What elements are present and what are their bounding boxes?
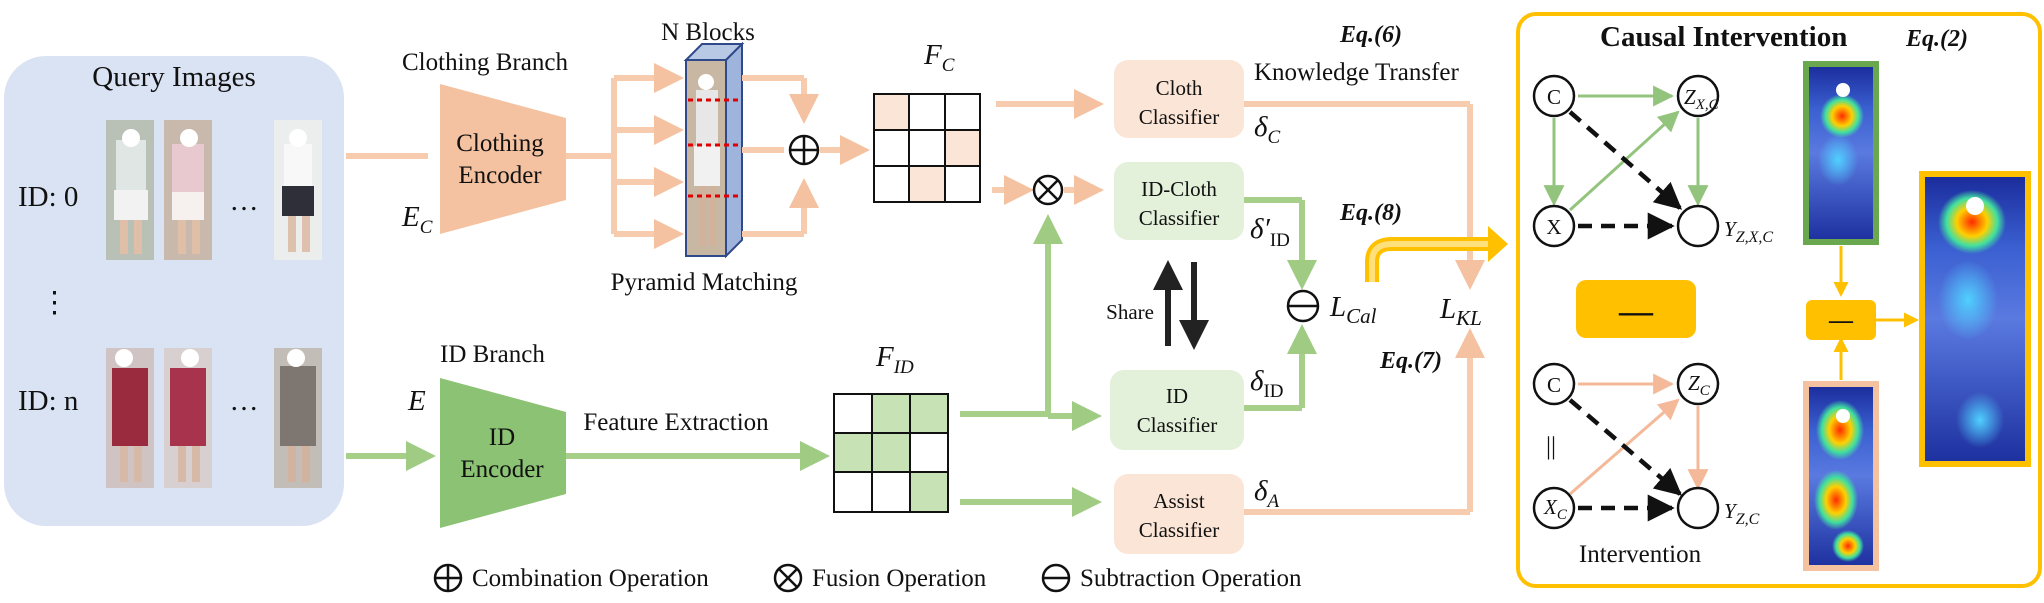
- heatmap-bottom: [1803, 381, 1879, 571]
- feature-extraction-label: Feature Extraction: [583, 409, 769, 436]
- equals-sign: ||: [1546, 433, 1556, 460]
- person-photo: [106, 120, 154, 260]
- equation-6: Eq.(6): [1339, 22, 1402, 48]
- loss-cal: LCal: [1329, 291, 1377, 328]
- heatmap-result: [1919, 171, 2031, 467]
- causal-intervention-panel: Causal Intervention Eq.(2) C X ZX,C YZ,X…: [1516, 12, 2042, 588]
- id-cloth-classifier-label-1: ID-Cloth: [1141, 177, 1217, 201]
- minus-sign-small: —: [1828, 308, 1854, 334]
- id-classifier-label-2: Classifier: [1137, 413, 1217, 437]
- legend-fusion-icon: [773, 563, 803, 593]
- legend: Combination Operation Fusion Operation S…: [433, 563, 1302, 593]
- cloth-classifier-label-2: Classifier: [1139, 105, 1219, 129]
- share-arrows: Share: [1106, 260, 1209, 350]
- person-photo: [274, 120, 322, 260]
- ellipsis-top: …: [230, 185, 259, 217]
- vertical-ellipsis: ⋮: [40, 287, 69, 319]
- id-first-label: ID: 0: [18, 181, 78, 213]
- share-label: Share: [1106, 300, 1154, 324]
- legend-combination-label: Combination Operation: [472, 565, 709, 592]
- legend-combination-icon: [433, 563, 463, 593]
- legend-fusion-label: Fusion Operation: [812, 565, 987, 592]
- query-images-panel: Query Images ID: 0 ID: n ⋮ … …: [4, 56, 344, 526]
- id-encoder-label-1: ID: [489, 424, 515, 451]
- delta-id: δID: [1250, 365, 1284, 402]
- node-yzc: YZ,C: [1724, 499, 1760, 528]
- fc-feature-grid: FC: [873, 39, 981, 203]
- n-blocks: [683, 41, 745, 259]
- id-branch: ID Branch E ID Encoder Feature Extractio…: [346, 341, 830, 528]
- id-cloth-classifier-label-2: Classifier: [1139, 206, 1219, 230]
- person-photo: [274, 348, 322, 488]
- node-y: YZ,X,C: [1724, 217, 1773, 246]
- clothing-encoder-label-2: Encoder: [458, 162, 542, 189]
- fusion-operator: [1032, 174, 1064, 206]
- clothing-encoder: [440, 84, 566, 234]
- node-x: X: [1546, 215, 1561, 239]
- pyramid-matching-label: Pyramid Matching: [611, 269, 798, 296]
- combination-operator: [788, 134, 820, 166]
- intervention-label: Intervention: [1579, 541, 1702, 568]
- equation-8: Eq.(8): [1339, 200, 1402, 226]
- fid-label: FID: [875, 341, 914, 378]
- minus-box: [1576, 280, 1696, 338]
- assist-classifier: Assist Classifier: [1114, 474, 1244, 554]
- query-images-title: Query Images: [92, 61, 255, 93]
- legend-subtraction-icon: [1041, 563, 1071, 593]
- id-encoder-symbol: E: [407, 385, 426, 417]
- clothing-branch: Clothing Branch Clothing Encoder EC N Bl…: [346, 19, 870, 296]
- cloth-classifier-label-1: Cloth: [1156, 76, 1203, 100]
- delta-id-prime: δ′ID: [1250, 213, 1290, 251]
- delta-c: δC: [1254, 111, 1280, 148]
- causal-graph-bottom: C XC ZC YZ,C: [1532, 362, 1760, 530]
- legend-subtraction-label: Subtraction Operation: [1080, 565, 1302, 592]
- node-c: C: [1547, 85, 1561, 109]
- clothing-branch-title: Clothing Branch: [402, 49, 568, 76]
- cloth-classifier: Cloth Classifier: [1114, 60, 1244, 138]
- loss-kl: LKL: [1439, 293, 1482, 330]
- id-classifier-label-1: ID: [1166, 384, 1188, 408]
- equation-2: Eq.(2): [1905, 26, 1968, 52]
- assist-classifier-label-1: Assist: [1153, 489, 1205, 513]
- id-encoder-label-2: Encoder: [460, 456, 544, 483]
- clothing-encoder-label-1: Clothing: [456, 130, 544, 157]
- id-branch-title: ID Branch: [440, 341, 545, 368]
- clothing-encoder-symbol: EC: [401, 201, 433, 238]
- person-photo: [164, 348, 212, 488]
- causal-intervention-title: Causal Intervention: [1600, 21, 1847, 53]
- knowledge-transfer-label: Knowledge Transfer: [1254, 59, 1460, 86]
- node-xc: XC: [1543, 495, 1568, 523]
- minus-sign: —: [1618, 293, 1654, 330]
- n-blocks-title: N Blocks: [661, 19, 755, 46]
- id-last-label: ID: n: [18, 385, 79, 417]
- id-cloth-classifier: ID-Cloth Classifier: [1114, 162, 1244, 240]
- person-photo: [106, 348, 154, 488]
- node-c2: C: [1547, 373, 1561, 397]
- causal-graph-top: C X ZX,C YZ,X,C: [1532, 74, 1773, 248]
- heatmap-top: [1803, 61, 1879, 245]
- person-photo: [164, 120, 212, 260]
- fc-label: FC: [923, 39, 955, 76]
- ellipsis-bottom: …: [230, 385, 259, 417]
- minus-box-small: [1806, 300, 1876, 340]
- equation-7: Eq.(7): [1379, 348, 1442, 374]
- subtraction-operator: [1286, 289, 1320, 323]
- delta-a: δA: [1254, 475, 1279, 512]
- id-encoder: [440, 378, 566, 528]
- node-zc: ZC: [1688, 371, 1711, 399]
- id-classifier: ID Classifier: [1110, 370, 1244, 450]
- assist-classifier-label-2: Classifier: [1139, 518, 1219, 542]
- node-z: ZX,C: [1684, 85, 1720, 113]
- fid-feature-grid: FID: [833, 341, 949, 513]
